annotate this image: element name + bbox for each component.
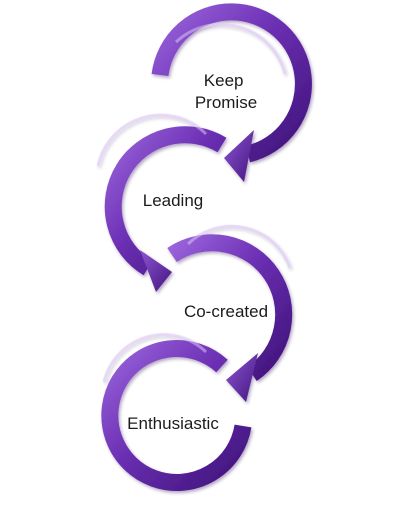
arrow-head-shape bbox=[226, 353, 258, 402]
curved-arrow-icon bbox=[151, 3, 312, 163]
stage-label-line: Co-created bbox=[184, 302, 268, 321]
ring-highlight bbox=[102, 333, 208, 383]
stage-label-line: Leading bbox=[143, 191, 204, 210]
stage-label-leading: Leading bbox=[143, 191, 204, 210]
stage-label-keep-promise: Keep Promise bbox=[195, 71, 257, 112]
arrow-head-shape bbox=[140, 250, 172, 292]
curved-arrow-icon bbox=[167, 234, 293, 382]
arrow-head-shape bbox=[224, 130, 254, 182]
stage-label-line: Keep bbox=[204, 71, 244, 90]
stage-label-line: Promise bbox=[195, 93, 257, 112]
stage-label-line: Enthusiastic bbox=[127, 414, 219, 433]
stage-label-co-created: Co-created bbox=[184, 302, 268, 321]
curved-arrow-icon bbox=[104, 126, 227, 276]
stage-ring-co-created bbox=[167, 224, 293, 402]
circular-arc-icon bbox=[101, 340, 252, 491]
ring-highlight bbox=[96, 113, 208, 167]
stage-ring-keep-promise bbox=[151, 3, 312, 182]
stage-label-enthusiastic: Enthusiastic bbox=[127, 414, 219, 433]
ring-highlight bbox=[186, 224, 292, 269]
stage-ring-enthusiastic bbox=[101, 333, 252, 491]
ring-highlight bbox=[174, 22, 287, 75]
stage-ring-leading bbox=[96, 113, 227, 292]
